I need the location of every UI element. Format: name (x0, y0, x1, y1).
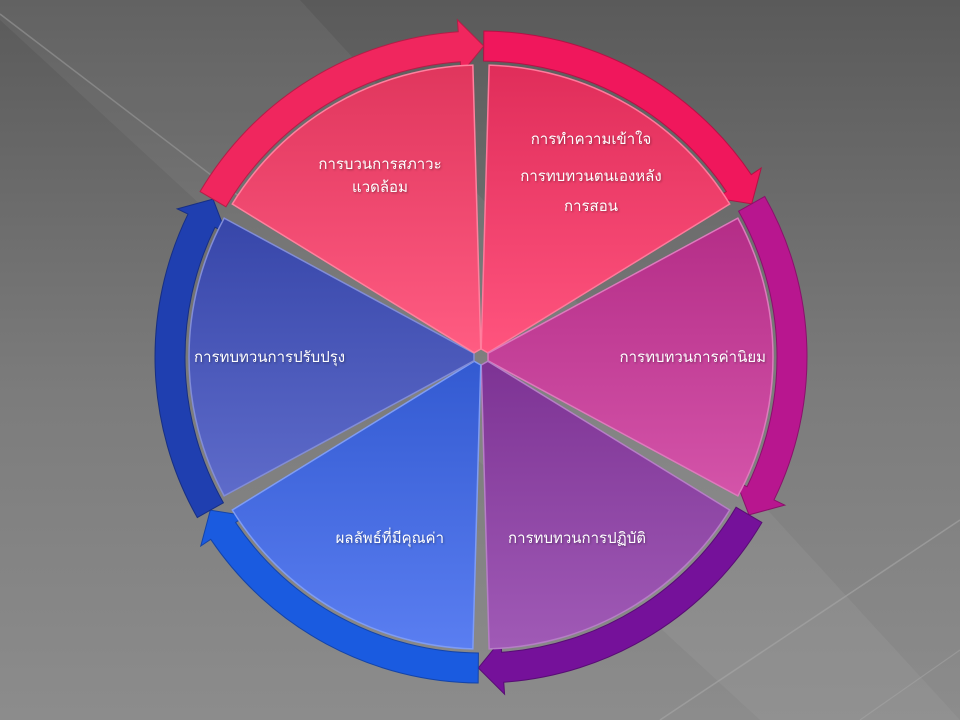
cycle-arrow-4 (199, 509, 479, 684)
cycle-arrow-3 (477, 506, 763, 696)
segment-label-6: การบวนการสภาวะ แวดล้อม (318, 155, 442, 197)
cycle-wedge-2 (487, 217, 774, 497)
cycle-arrow-6 (199, 18, 485, 208)
cycle-arrow-5 (154, 198, 227, 519)
cycle-arrow-1 (483, 30, 763, 205)
cycle-wedge-1 (480, 64, 731, 354)
background-line (859, 649, 960, 720)
segment-label-3: การทบทวนการปฏิบัติ (508, 529, 646, 547)
segment-label-4: ผลลัพธ์ที่มีคุณค่า (335, 529, 444, 547)
cycle-wedge-4 (231, 360, 482, 650)
background-line (659, 519, 960, 720)
segment-label-2: การทบทวนการค่านิยม (619, 348, 766, 366)
cycle-wedge-5 (188, 217, 475, 497)
segment-label-5: การทบทวนการปรับปรุง (194, 348, 346, 366)
cycle-wedge-6 (231, 64, 482, 354)
cycle-arrow-2 (735, 195, 808, 516)
cycle-wedge-3 (480, 360, 731, 650)
segment-label-1: การทำความเข้าใจ การทบทวนตนเองหลัง การสอน (520, 130, 662, 215)
